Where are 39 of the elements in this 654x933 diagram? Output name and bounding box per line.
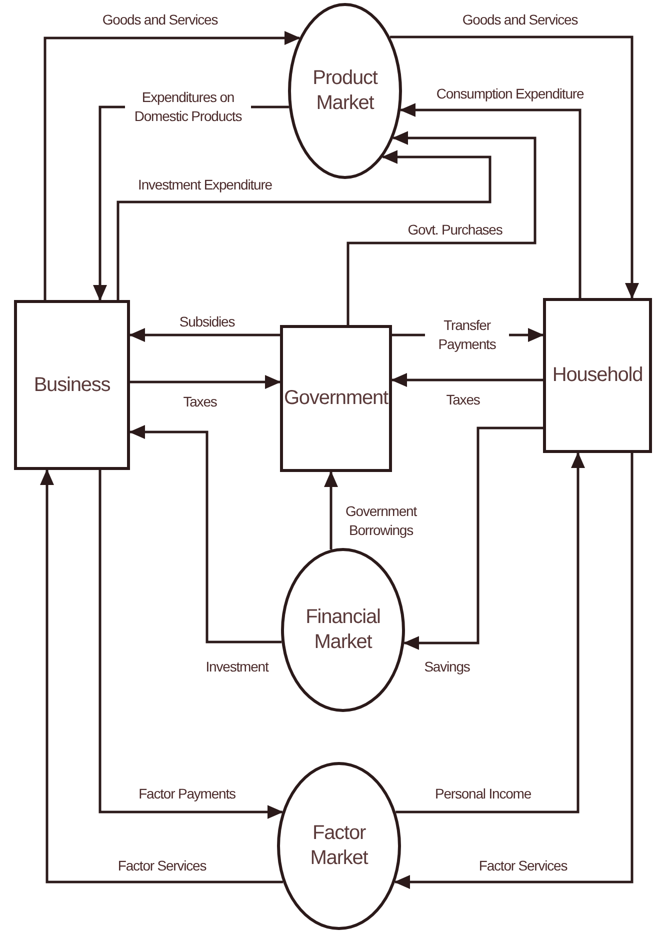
node-label: Product Market [312, 66, 379, 116]
flow-arrow [346, 131, 536, 325]
flow-arrow [40, 469, 283, 884]
flow-arrow [44, 31, 300, 300]
sector-box [543, 298, 652, 453]
flow-arrow [400, 103, 582, 298]
flow-arrow [129, 328, 280, 342]
edge-label: Savings [423, 658, 471, 676]
edge-label: Government Borrowings [344, 502, 418, 540]
flow-arrow [391, 373, 543, 387]
edge-label: Consumption Expenditure [435, 84, 585, 104]
edge-label: Taxes [182, 392, 218, 412]
sector-box [280, 325, 392, 472]
edge-label: Factor Services [116, 856, 208, 876]
edge-label: Govt. Purchases [406, 220, 504, 240]
node-label: Factor Market [309, 821, 370, 871]
node-label: Financial Market [304, 605, 382, 655]
flow-arrow [324, 471, 338, 550]
flow-arrow [396, 452, 585, 814]
edge-label: Goods and Services [461, 10, 579, 30]
edge-label: Personal Income [434, 784, 532, 804]
edge-label: Taxes [445, 390, 481, 410]
flow-arrow [129, 425, 282, 644]
flow-arrow [390, 36, 639, 299]
edge-label: Investment Expenditure [137, 176, 273, 194]
node-label: Government [284, 386, 388, 411]
flow-arrow [98, 470, 284, 819]
edge-label: Factor Payments [138, 784, 236, 804]
edge-label: Goods and Services [101, 10, 219, 30]
node-label: Household [552, 363, 643, 388]
flow-arrow [403, 426, 543, 650]
edge-label: Subsidies [178, 312, 236, 332]
sector-box [14, 300, 130, 470]
node-label: Business [34, 372, 110, 398]
edge-label: Factor Services [478, 856, 568, 876]
edge-label: Investment [204, 658, 270, 676]
flow-arrow [116, 150, 492, 300]
flow-arrow [394, 453, 634, 889]
flow-arrow [130, 375, 281, 389]
